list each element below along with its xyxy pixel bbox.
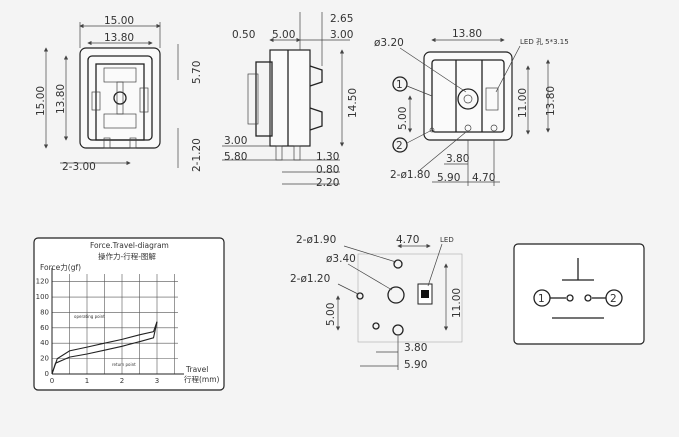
bottom-dim-d2: 5.90 [437,172,460,184]
bottom-dim-pin-holes: 2-ø1.80 [390,169,430,181]
chart-ytick-label: 40 [40,339,49,347]
chart-ytick-label: 80 [40,308,49,316]
front-dim-bottom: 2-3.00 [62,161,96,173]
pcb-dim-side: 5.00 [325,303,337,326]
chart-series-line [51,321,158,375]
bottom-pin-label-1: 1 [396,79,403,91]
pcb-hole-b: ø3.40 [326,253,356,265]
pcb-dim-height: 11.00 [451,288,463,318]
bottom-dim-right-h1: 11.00 [517,88,529,118]
chart-plot-area: 0 20 40 60 80 100 120 0 1 2 3 [36,268,184,385]
schematic-pin-1: 1 [538,293,545,305]
chart-xtick-label: 0 [50,377,54,385]
bottom-dim-d3: 4.70 [472,172,495,184]
chart-ytick-label: 0 [45,370,49,378]
schematic-pin-2: 2 [610,293,617,305]
pcb-layout: 4.70 2-ø1.90 LED ø3.40 2-ø1.20 11.00 5.0… [290,234,463,371]
bottom-view: 13.80 ø3.20 LED 孔 5*3.15 11.00 13.80 5.0… [374,28,569,186]
side-view: 2.65 5.00 0.50 3.00 14.50 3.00 5.80 1.30… [222,12,359,189]
annotation-return-point: return point [112,362,136,367]
annotation-operating-point: operating point [74,314,105,319]
chart-xlabel: Travel [185,365,208,374]
chart-xtick-label: 3 [155,377,159,385]
side-dim-height: 14.50 [347,88,359,118]
side-dim-pin-len: 3.00 [224,135,247,147]
chart-ylabel: Force力(gf) [40,262,81,272]
chart-xtick-label: 2 [120,377,124,385]
front-dim-inner-height: 13.80 [55,84,67,114]
front-dim-right-depth: 5.70 [191,61,203,84]
chart-ytick-label: 60 [40,324,49,332]
front-dim-top-width: 15.00 [104,15,134,27]
side-dim-b1: 1.30 [316,151,339,163]
switch-schematic: 1 2 [513,243,645,345]
force-travel-chart: Force.Travel-diagram 操作力-行程-图解 Force力(gf… [33,237,225,391]
chart-ytick-label: 20 [40,355,49,363]
side-dim-top-b: 3.00 [330,29,353,41]
side-dim-b2: 0.80 [316,164,339,176]
pcb-hole-a: 2-ø1.90 [296,234,336,246]
bottom-dim-d1: 3.80 [446,153,469,165]
front-dim-right-low: 2-1.20 [191,138,203,172]
side-dim-base: 5.80 [224,151,247,163]
bottom-pin-label-2: 2 [396,140,403,152]
chart-xtick-label: 1 [85,377,89,385]
side-dim-b3: 2.20 [316,177,339,189]
bottom-dim-left-h: 5.00 [397,107,409,130]
bottom-dim-width: 13.80 [452,28,482,40]
chart-series-line [51,321,158,375]
bottom-dim-right-h2: 13.80 [545,86,557,116]
pcb-led-label: LED [440,236,454,244]
chart-ytick-label: 100 [36,293,49,301]
chart-ytick-label: 120 [36,278,49,286]
front-dim-inner-width: 13.80 [104,32,134,44]
front-dim-left-height: 15.00 [35,86,47,116]
bottom-led-label: LED 孔 5*3.15 [520,38,569,46]
side-dim-top-a: 2.65 [330,13,353,25]
side-dim-top-left: 0.50 [232,29,255,41]
front-view: 15.00 13.80 15.00 13.80 5.70 2-1.20 2-3.… [35,15,203,173]
side-dim-top-mid: 5.00 [272,29,295,41]
chart-xlabel-cn: 行程(mm) [184,374,220,384]
pcb-dim-b2: 5.90 [404,359,427,371]
pcb-hole-c: 2-ø1.20 [290,273,330,285]
chart-subtitle: 操作力-行程-图解 [98,251,156,261]
pcb-dim-a: 4.70 [396,234,419,246]
bottom-dim-hole: ø3.20 [374,37,404,49]
chart-title: Force.Travel-diagram [90,241,169,250]
pcb-dim-b1: 3.80 [404,342,427,354]
